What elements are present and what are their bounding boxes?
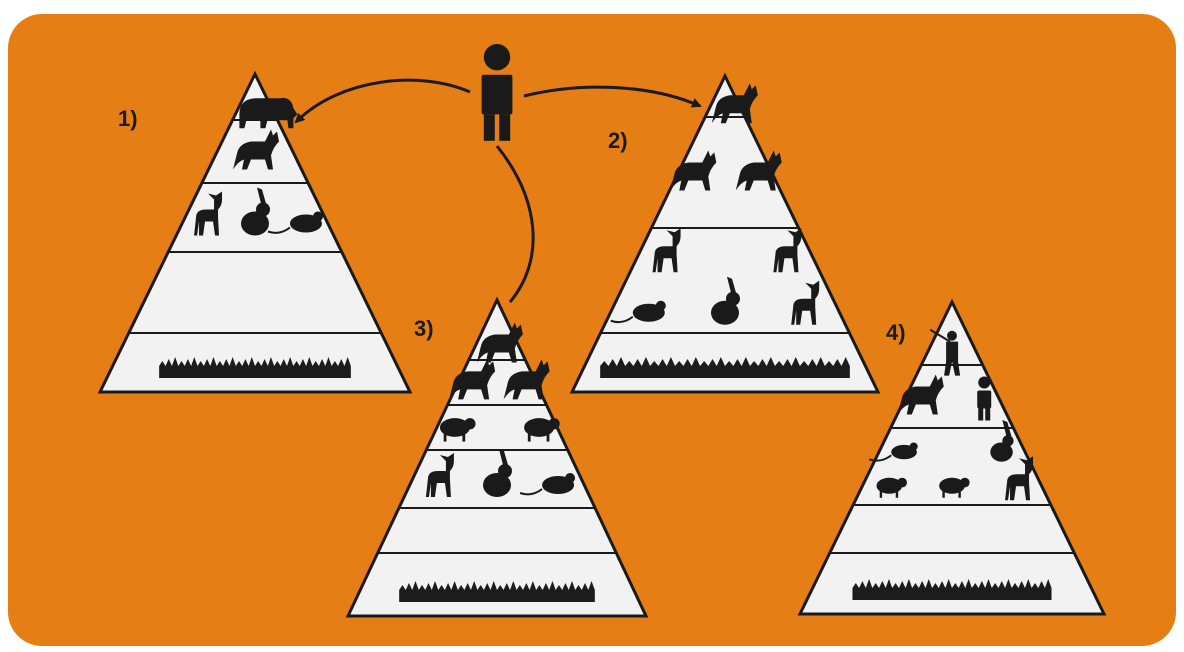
pyramid-2-label: 2) xyxy=(608,128,628,154)
pyramid-3-label: 3) xyxy=(414,316,434,342)
pyramid-1 xyxy=(100,74,410,392)
pyramid-4-label: 4) xyxy=(886,320,906,346)
arrow-human-to-pyramid-1 xyxy=(296,80,470,122)
arrow-human-to-pyramid-2 xyxy=(524,87,700,106)
pyramid-1-label: 1) xyxy=(118,106,138,132)
pyramid-2 xyxy=(572,76,878,392)
pyramid-2-outline xyxy=(572,76,878,392)
human-figure xyxy=(482,44,513,141)
arrow-human-to-pyramid-3 xyxy=(497,146,533,302)
